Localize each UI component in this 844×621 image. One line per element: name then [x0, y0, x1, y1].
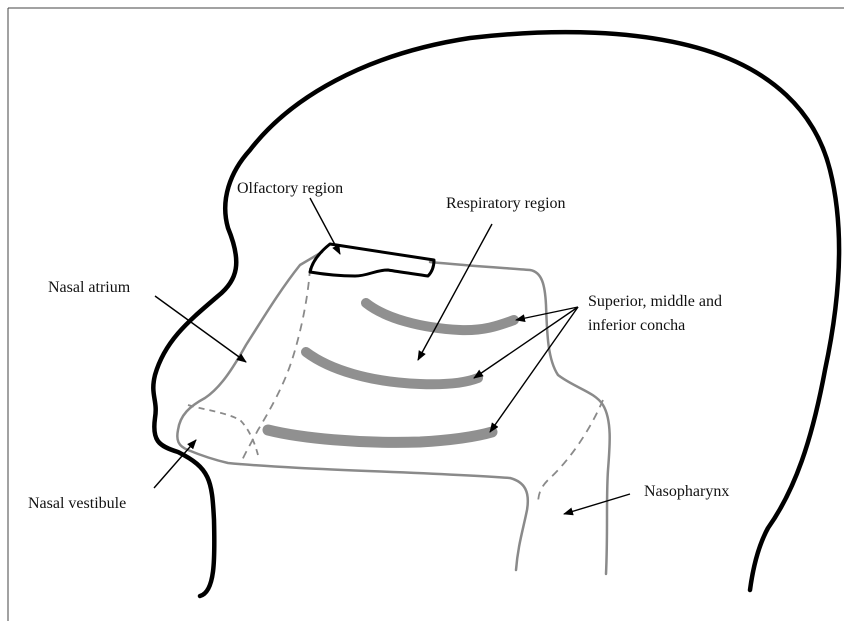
concha-label-line2: inferior concha	[588, 317, 685, 334]
olfactory-pointer	[310, 198, 340, 254]
nasopharynx-pointer	[564, 494, 630, 514]
nasopharynx-label: Nasopharynx	[644, 483, 729, 500]
head-outline	[153, 32, 839, 596]
cavity-roof	[430, 262, 610, 574]
respiratory-region-label: Respiratory region	[446, 195, 566, 212]
superior-concha	[366, 303, 514, 330]
respiratory-pointer	[418, 224, 492, 360]
vestibule-pointer	[154, 440, 196, 488]
olfactory-region-outline	[310, 244, 434, 276]
olfactory-region-label: Olfactory region	[237, 180, 343, 197]
nasal-atrium-label: Nasal atrium	[48, 279, 131, 296]
atrium-pointer	[155, 296, 246, 362]
nasopharynx-dashed-boundary	[538, 400, 603, 505]
nasal-vestibule-label: Nasal vestibule	[28, 495, 126, 512]
inferior-concha	[268, 430, 492, 442]
vestibule-dashed-boundary	[188, 405, 258, 455]
concha-label-line1: Superior, middle and	[588, 293, 722, 310]
middle-concha	[306, 352, 478, 384]
nasal-cavity-outline	[177, 252, 528, 570]
